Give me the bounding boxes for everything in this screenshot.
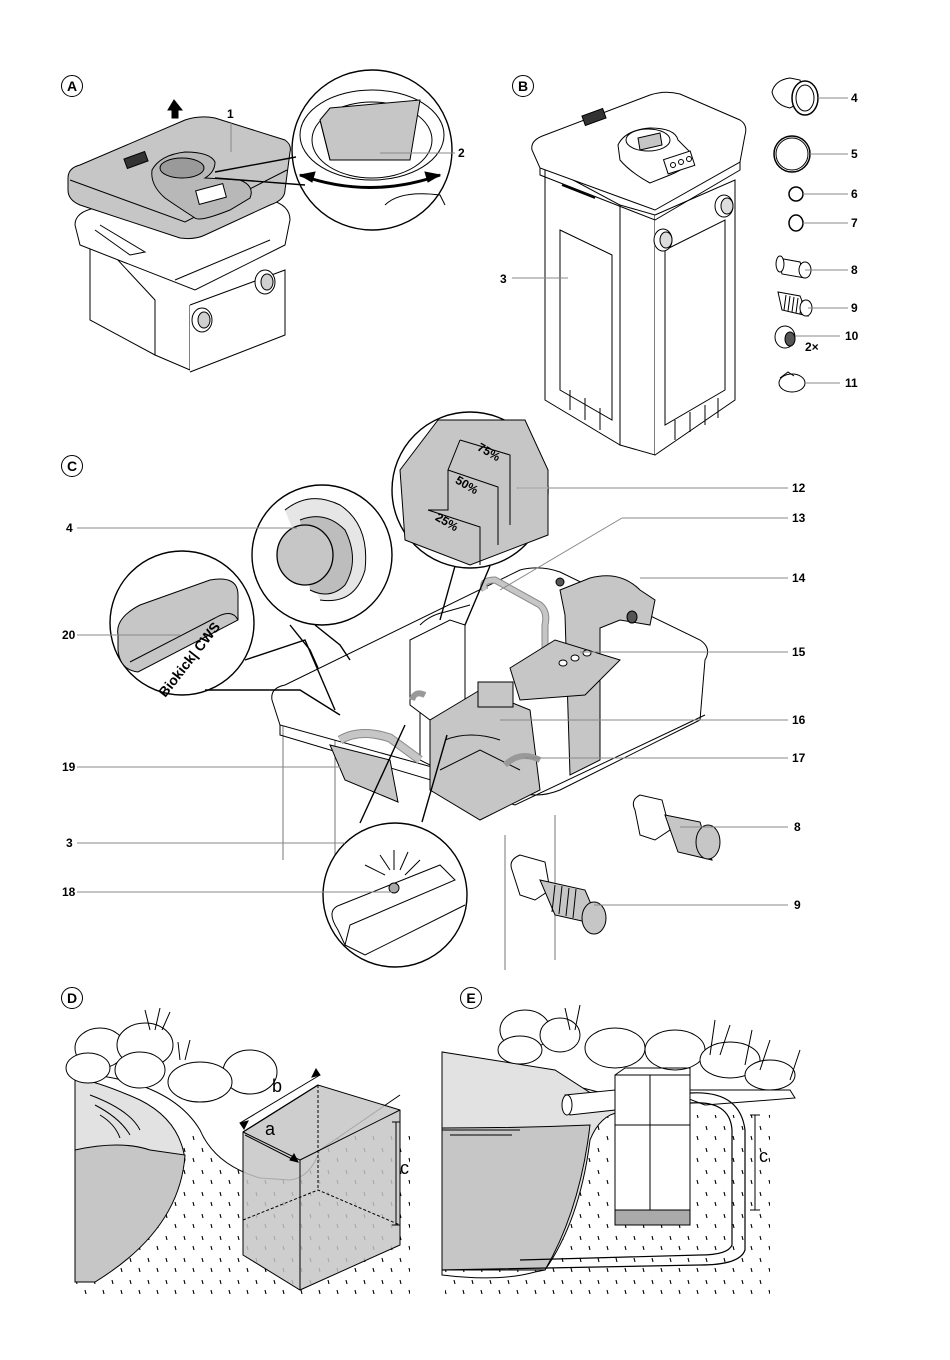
callout-2: 2 xyxy=(458,146,465,160)
callout-7: 7 xyxy=(851,216,858,230)
dimension-c-e: c xyxy=(759,1146,768,1166)
section-marker-d: D xyxy=(61,987,83,1009)
callout-4-b: 4 xyxy=(851,91,858,105)
callout-18: 18 xyxy=(62,885,76,899)
callout-14: 14 xyxy=(792,571,806,585)
callout-9-c: 9 xyxy=(794,898,801,912)
figure-c-filter-interior xyxy=(77,411,788,970)
quantity-note: 2× xyxy=(805,340,819,354)
dimension-a: a xyxy=(265,1119,276,1139)
figure-b-accessory-parts xyxy=(771,77,848,393)
figure-e-installation xyxy=(441,1004,801,1295)
section-marker-b: B xyxy=(512,75,534,97)
section-marker-a: A xyxy=(61,75,83,97)
callout-19: 19 xyxy=(62,760,76,774)
figure-d-pit-dimensions xyxy=(65,1007,410,1295)
callout-6: 6 xyxy=(851,187,858,201)
callout-leaders-a xyxy=(230,122,455,154)
callout-10: 10 xyxy=(845,329,859,343)
dimension-c-d: c xyxy=(400,1158,409,1178)
callout-8-b: 8 xyxy=(851,263,858,277)
callout-9-b: 9 xyxy=(851,301,858,315)
figure-a-filter-lid xyxy=(67,69,453,373)
figure-b-filter-housing xyxy=(512,91,747,456)
callout-8-c: 8 xyxy=(794,820,801,834)
callout-4-c: 4 xyxy=(66,521,73,535)
callout-15: 15 xyxy=(792,645,806,659)
callout-5: 5 xyxy=(851,147,858,161)
callout-1: 1 xyxy=(227,107,234,121)
callout-20: 20 xyxy=(62,628,76,642)
callout-3-b: 3 xyxy=(500,272,507,286)
section-marker-c: C xyxy=(61,455,83,477)
callout-16: 16 xyxy=(792,713,806,727)
section-marker-e: E xyxy=(460,987,482,1009)
callout-13: 13 xyxy=(792,511,806,525)
callout-11: 11 xyxy=(845,376,858,390)
callout-12: 12 xyxy=(792,481,806,495)
callout-17: 17 xyxy=(792,751,806,765)
dimension-b: b xyxy=(272,1076,283,1096)
callout-3-c: 3 xyxy=(66,836,73,850)
